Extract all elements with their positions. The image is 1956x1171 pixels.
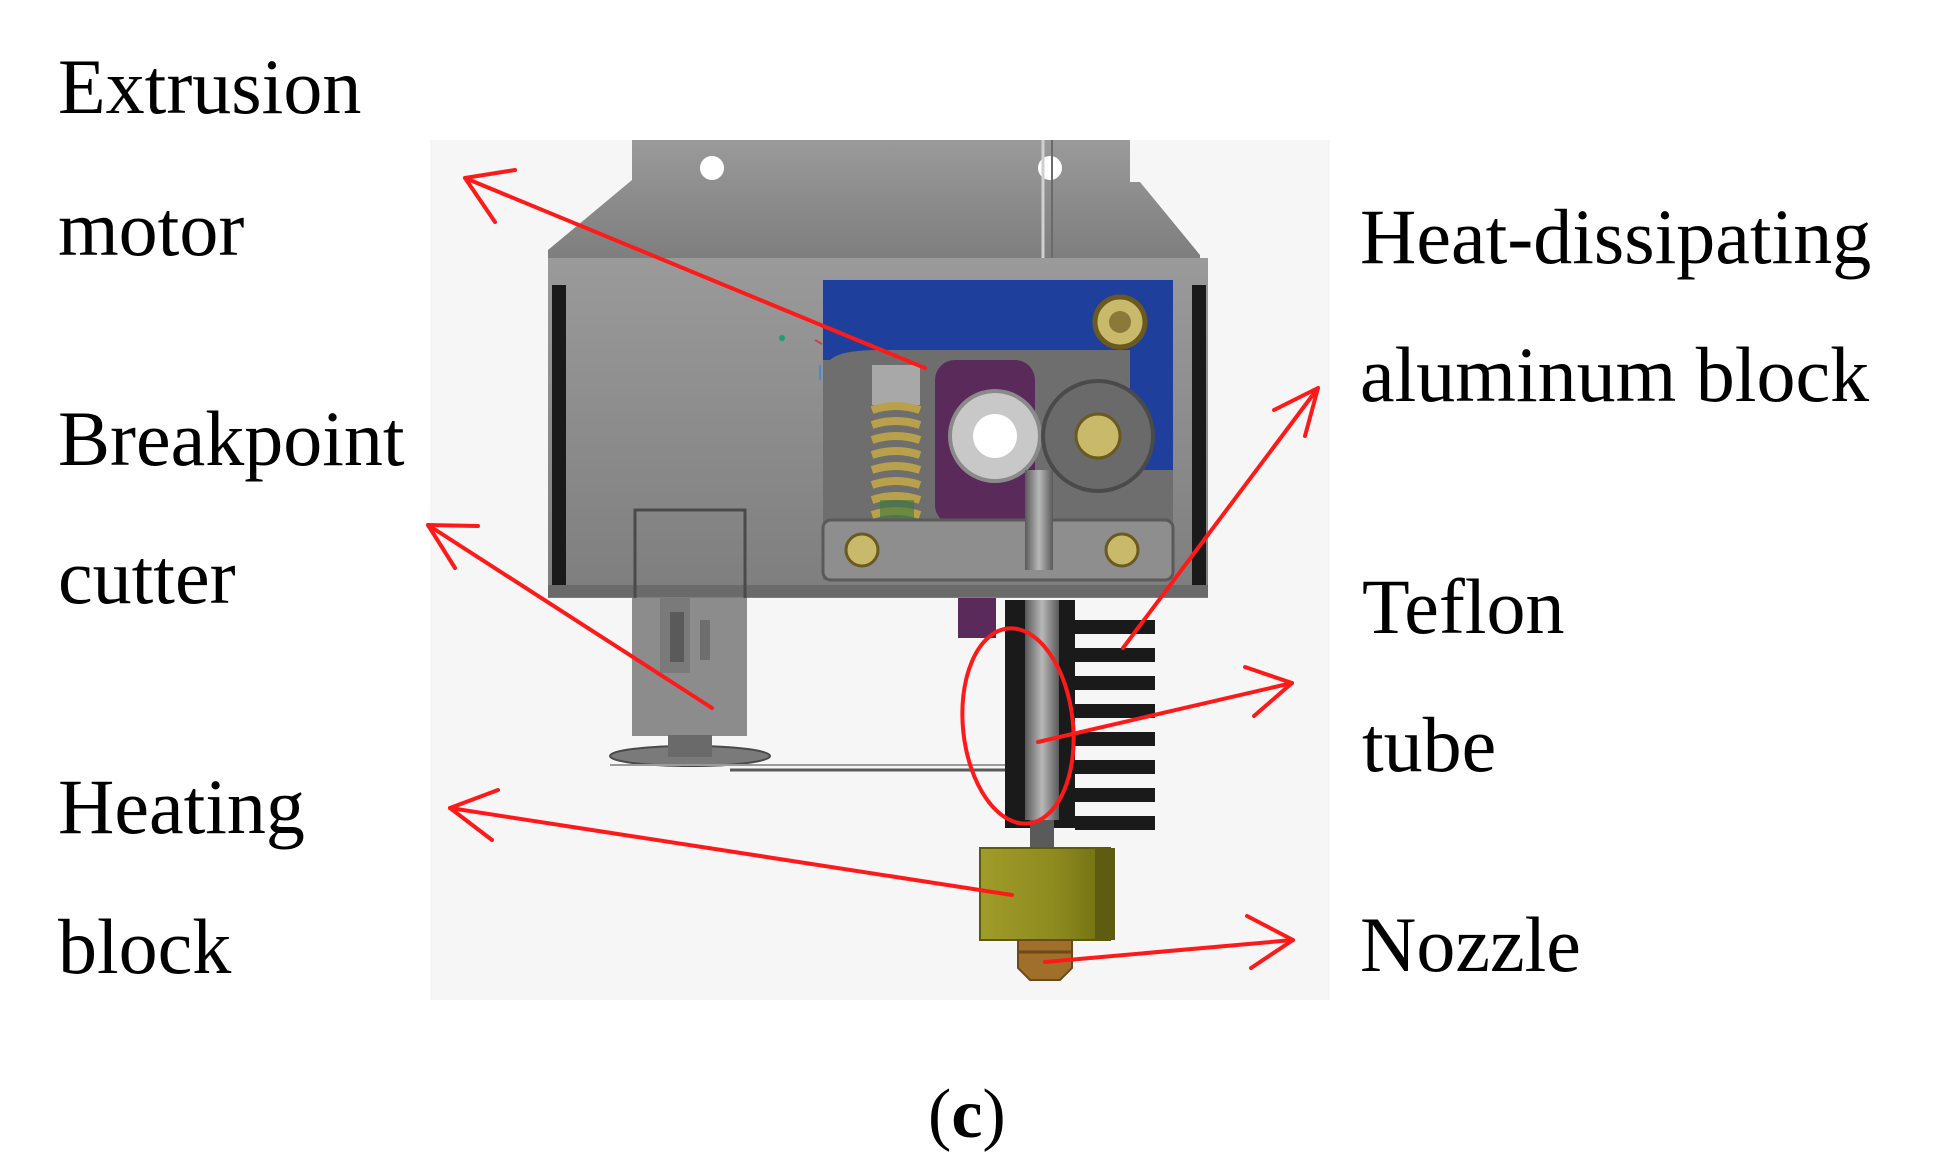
frame-top-plate [548, 140, 1200, 258]
label-breakpoint-line1: Breakpoint [58, 395, 405, 482]
label-extrusion-line2: motor [58, 185, 245, 272]
filament-feed [1025, 470, 1053, 570]
clamp-bar [821, 518, 1175, 582]
label-nozzle: Nozzle [1360, 901, 1581, 988]
label-heating-line2: block [58, 903, 232, 990]
arrow-heating-block [448, 806, 1014, 897]
teflon-highlight-ellipse [960, 626, 1076, 826]
arrow-nozzle [1043, 938, 1295, 964]
label-teflon-line1: Teflon [1362, 563, 1565, 650]
panel-caption: (c) [928, 1080, 1006, 1150]
caption-letter: c [951, 1076, 983, 1153]
label-heating-line1: Heating [58, 763, 305, 850]
mount-hole-left [700, 156, 724, 180]
label-extrusion-line1: Extrusion [58, 43, 362, 130]
arrow-teflon-tube [1036, 681, 1294, 744]
label-teflon-line2: tube [1362, 701, 1497, 788]
caption-close: ) [982, 1076, 1006, 1153]
caption-open: ( [928, 1076, 952, 1153]
label-heat-dissipating-line2: aluminum block [1360, 331, 1870, 418]
arrow-extrusion-motor [463, 176, 927, 370]
label-heat-dissipating-line1: Heat-dissipating [1360, 193, 1872, 280]
label-breakpoint-line2: cutter [58, 533, 236, 620]
arrow-breakpoint-cutter [426, 523, 714, 710]
arrow-heat-dissipating [1121, 386, 1320, 650]
lever-arm-blue [823, 280, 1173, 470]
